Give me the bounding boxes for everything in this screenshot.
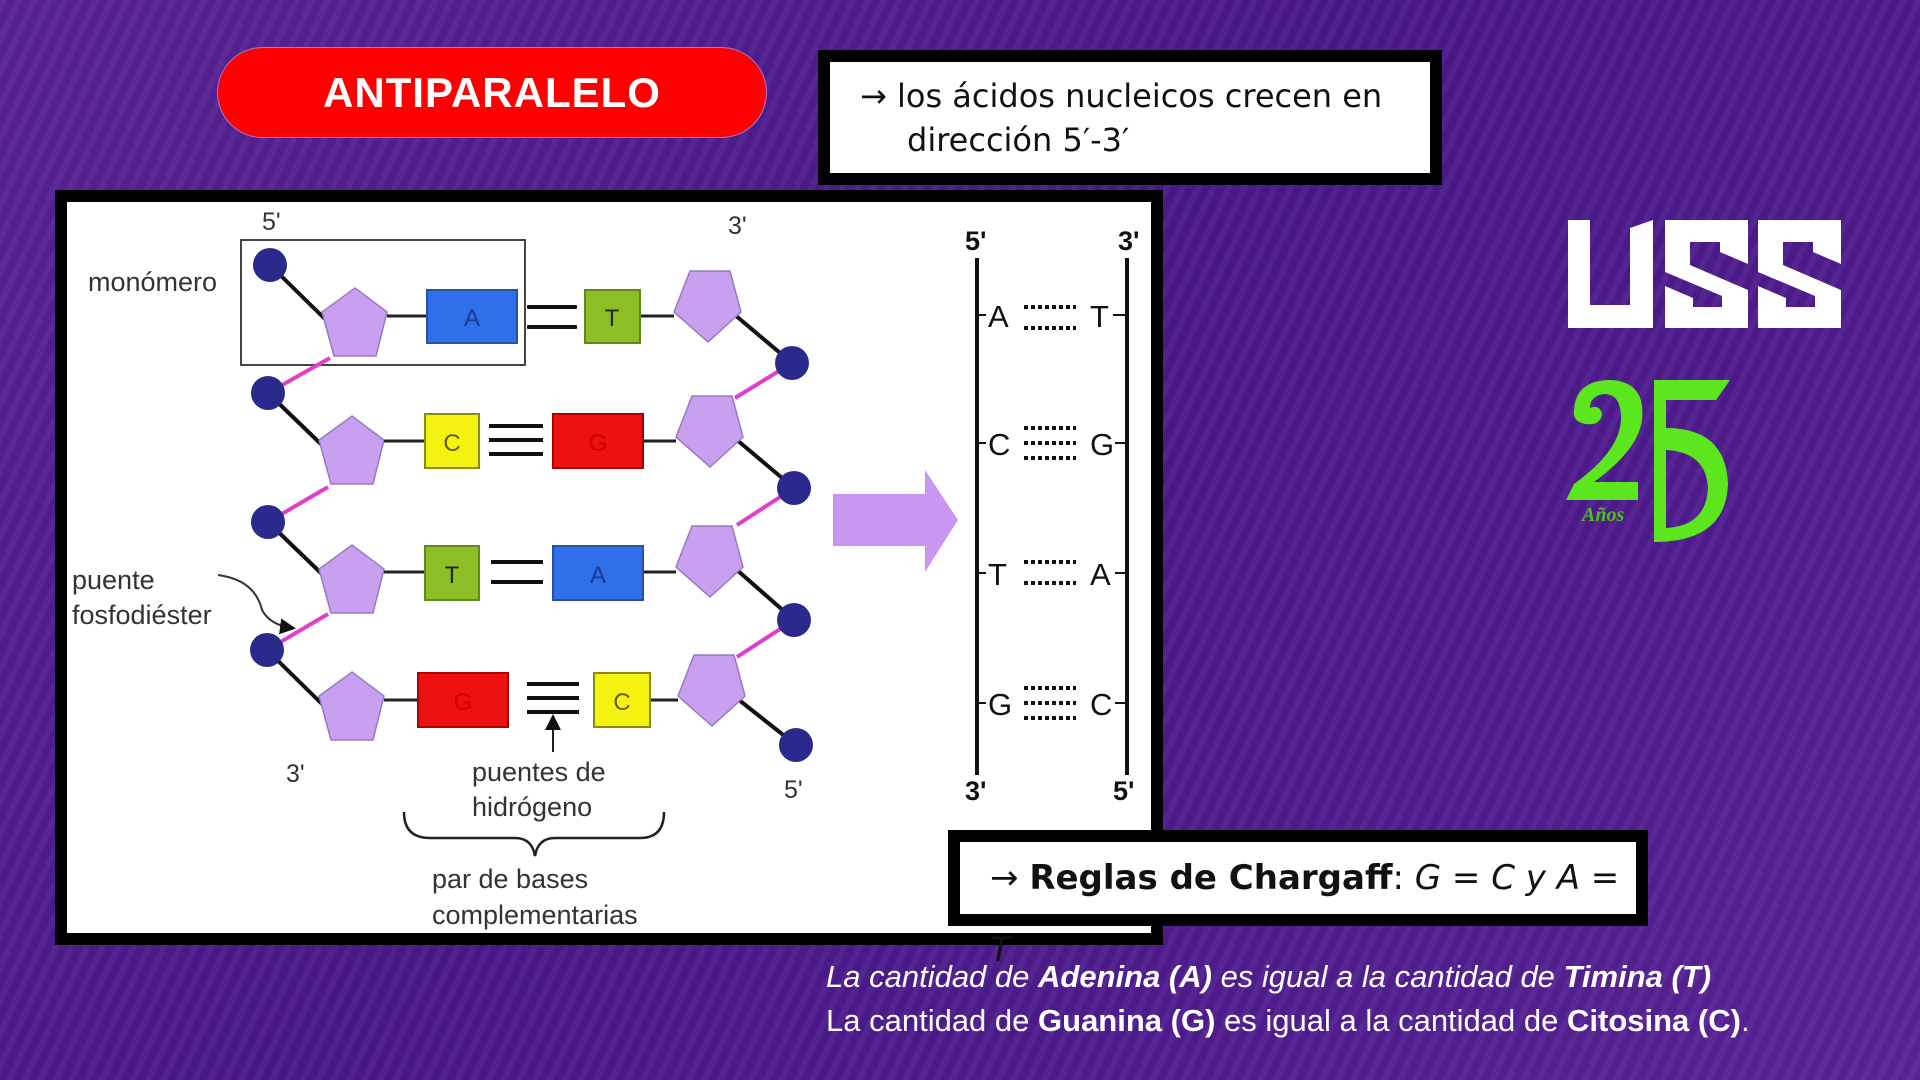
simplified-ladder: 5' 3' 3' 5' A T C G T A G C (965, 226, 1139, 806)
chargaff-colon: : (1392, 858, 1404, 898)
anniversary-25-logo: Años (1566, 380, 1730, 542)
label-5prime-top-left: 5' (262, 208, 281, 236)
svg-text:C: C (988, 427, 1010, 462)
svg-text:A: A (590, 562, 606, 589)
svg-text:3': 3' (1118, 226, 1139, 256)
right-sugars (673, 270, 746, 728)
phosphodiester-label-1: puente (72, 565, 155, 595)
right-strand (733, 313, 798, 747)
phosphodiester-pointer (217, 574, 296, 635)
base-pair-row-3: T A (424, 545, 644, 601)
svg-text:T: T (445, 562, 460, 589)
label-3prime-top-right: 3' (728, 212, 747, 240)
base-pair-row-2: C G (424, 413, 644, 469)
label-5prime-bottom-right: 5' (784, 776, 803, 804)
svg-text:C: C (1090, 687, 1112, 722)
direction-note-line2: dirección 5′-3′ (907, 121, 1130, 159)
base-pair-brace (402, 811, 666, 857)
footer-line-adenina: La cantidad de Adenina (A) es igual a la… (826, 959, 1712, 994)
direction-note-line1: los ácidos nucleicos crecen en (896, 77, 1383, 115)
svg-text:G: G (988, 687, 1012, 722)
hbond-label-1: puentes de (472, 757, 606, 787)
svg-text:G: G (454, 689, 473, 716)
svg-text:5': 5' (965, 226, 986, 256)
chargaff-rule: G = C y A = T (990, 858, 1620, 970)
svg-text:G: G (1090, 427, 1114, 462)
footer-line-guanina: La cantidad de Guanina (G) es igual a la… (826, 1003, 1750, 1038)
title-pill: ANTIPARALELO (217, 47, 767, 138)
svg-text:3': 3' (965, 776, 986, 806)
phosphodiester-label-2: fosfodiéster (72, 600, 212, 630)
hbond-label-2: hidrógeno (472, 792, 592, 822)
left-phosphates (250, 248, 287, 667)
left-sugars (318, 287, 388, 741)
svg-text:T: T (1090, 299, 1109, 334)
base-pair-row-4: G C (417, 672, 651, 728)
arrow-right-icon: → (990, 858, 1019, 898)
anos-label: Años (1580, 504, 1624, 526)
svg-text:A: A (988, 299, 1009, 334)
footer-text: La cantidad de Adenina (A) es igual a la… (826, 955, 1750, 1043)
svg-text:A: A (464, 305, 480, 332)
svg-text:T: T (605, 305, 620, 332)
label-3prime-bottom-left: 3' (286, 760, 305, 788)
pair-label-1: par de bases (432, 864, 588, 894)
svg-text:A: A (1090, 557, 1111, 592)
dna-diagram-frame: monómero 5' 3' 3' 5' (55, 190, 1163, 945)
arrow-right-icon: → (860, 77, 887, 115)
glycosidic-bonds (384, 314, 678, 702)
pair-label-2: complementarias (432, 900, 638, 930)
chargaff-note-box: → Reglas de Chargaff: G = C y A = T (948, 830, 1648, 970)
title-pill-label: ANTIPARALELO (323, 68, 661, 116)
right-phosphates (775, 346, 813, 762)
monomer-box (240, 239, 526, 366)
base-pair-row-1: A T (426, 289, 641, 344)
svg-text:G: G (589, 430, 608, 457)
transform-arrow-icon (833, 470, 958, 572)
monomer-label: monómero (88, 267, 217, 297)
svg-text:C: C (613, 689, 630, 716)
svg-text:5': 5' (1113, 776, 1134, 806)
chargaff-title: Reglas de Chargaff (1029, 858, 1393, 898)
direction-note-box: → los ácidos nucleicos crecen en direcci… (818, 50, 1442, 185)
svg-text:C: C (443, 430, 460, 457)
uss-logo (1568, 220, 1841, 328)
svg-text:T: T (988, 557, 1007, 592)
